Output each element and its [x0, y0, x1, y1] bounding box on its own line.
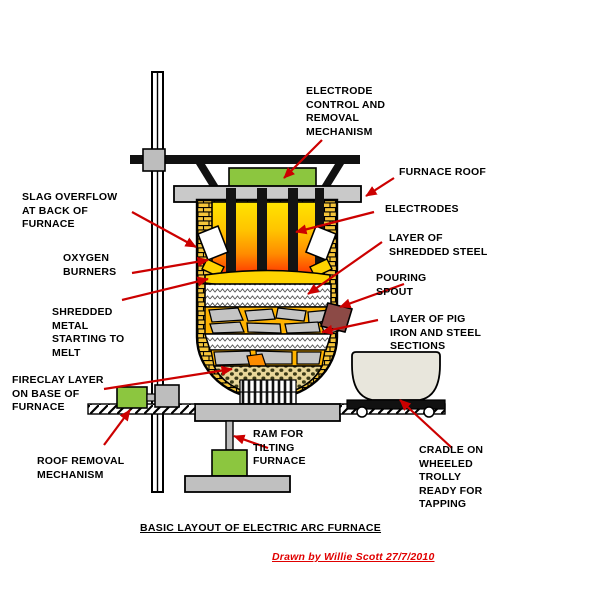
label-layer-shredded-steel: LAYER OF SHREDDED STEEL	[389, 232, 488, 258]
lower-shredded-layer	[203, 333, 333, 351]
leader-cradle-trolley	[399, 399, 453, 449]
leader-furnace-roof	[365, 177, 395, 197]
furnace-platform	[194, 403, 341, 422]
leader-pouring-spout	[339, 282, 405, 309]
furnace-pedestal	[239, 379, 297, 405]
label-roof-removal-mechanism: ROOF REMOVAL MECHANISM	[37, 455, 125, 481]
leader-fireclay-layer	[103, 365, 233, 391]
leader-electrode-control	[283, 139, 323, 179]
leader-roof-removal	[103, 409, 131, 446]
label-electrode-control-mechanism: ELECTRODE CONTROL AND REMOVAL MECHANISM	[306, 85, 386, 138]
label-oxygen-burners: OXYGEN BURNERS	[63, 252, 117, 278]
layer-shredded-steel	[204, 283, 332, 308]
ladle-cradle-trolley	[346, 351, 446, 418]
leader-shredded-steel	[307, 241, 383, 295]
layer-pig-iron-steel-sections	[204, 306, 344, 335]
roof-lift-arm	[130, 148, 360, 190]
leader-ram-tilting	[233, 434, 269, 450]
electrode-control-block	[228, 167, 317, 189]
label-pouring-spout: POURING SPOUT	[376, 272, 427, 298]
label-furnace-roof: FURNACE ROOF	[399, 166, 486, 178]
label-ram-for-tilting-furnace: RAM FOR TILTING FURNACE	[253, 428, 306, 467]
bottom-steel-slabs	[210, 349, 326, 368]
label-slag-overflow: SLAG OVERFLOW AT BACK OF FURNACE	[22, 191, 118, 230]
leader-pig-iron	[321, 318, 379, 335]
leader-slag-overflow	[131, 211, 197, 248]
label-fireclay-layer: FIRECLAY LAYER ON BASE OF FURNACE	[12, 374, 104, 413]
diagram-caption: BASIC LAYOUT OF ELECTRIC ARC FURNACE	[140, 522, 382, 534]
label-layer-pig-iron-steel-sections: LAYER OF PIG IRON AND STEEL SECTIONS	[390, 313, 482, 352]
leader-electrodes	[295, 210, 375, 235]
label-shredded-metal-melting: SHREDDED METAL STARTING TO MELT	[52, 306, 125, 359]
diagram-credit: Drawn by Willie Scott 27/7/2010	[272, 551, 435, 563]
leader-lines	[103, 139, 453, 450]
tilting-ram	[184, 420, 291, 493]
label-electrodes: ELECTRODES	[385, 203, 459, 215]
label-cradle-wheeled-trolly: CRADLE ON WHEELED TROLLY READY FOR TAPPI…	[419, 444, 484, 510]
leader-shredded-metal	[121, 276, 209, 302]
leader-oxygen-burners	[131, 256, 209, 275]
roof-removal-mechanism	[116, 384, 180, 409]
support-mast	[151, 71, 164, 493]
